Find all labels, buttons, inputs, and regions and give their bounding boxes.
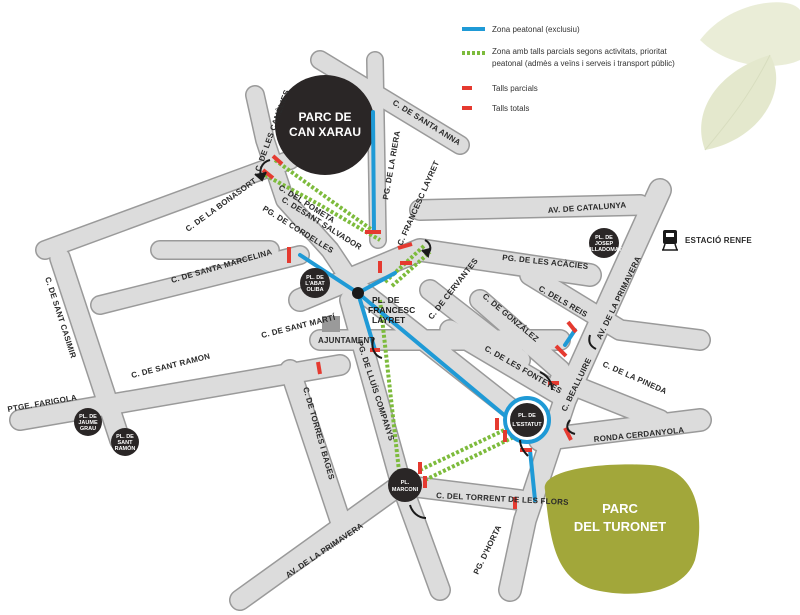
- parc-turonet-label-1: PARC: [602, 501, 638, 516]
- legend-partial-cuts-label: Talls parcials: [492, 84, 538, 93]
- parc-can-xarau-label-1: PARC DE: [298, 110, 351, 124]
- street-ajuntament: AJUNTAMENT: [318, 336, 375, 345]
- legend-total-cuts-label: Talls totals: [492, 104, 529, 113]
- pl-sant-ramon-label-3: RAMÓN: [115, 444, 136, 452]
- legend: Zona peatonal (exclusiu) Zona amb talls …: [462, 25, 675, 113]
- pl-jaume-grau-label-1: PL. DE: [79, 414, 97, 420]
- pl-josep-villadomat: [589, 228, 619, 258]
- pl-estatut-label-2: L'ESTATUT: [512, 422, 542, 428]
- pl-francesc-layret-label-2: FRANCESC: [368, 305, 415, 315]
- street-horta: PG. D'HORTA: [472, 524, 504, 576]
- pl-francesc-layret-label-3: LAYRET: [372, 315, 406, 325]
- pl-marconi-label-2: MARCONI: [392, 487, 419, 493]
- pl-jaume-grau-label-2: JAUME: [78, 420, 98, 426]
- parc-turonet-label-2: DEL TURONET: [574, 519, 666, 534]
- direction-arrows: [254, 159, 597, 519]
- pl-sant-ramon-label-1: PL. DE: [116, 434, 134, 440]
- street-santa-anna: C. DE SANTA ANNA: [391, 98, 462, 147]
- pl-marconi-circle: [388, 468, 422, 502]
- pl-abat-oliba-label-2: L'ABAT: [305, 281, 325, 287]
- pl-josep-villadomat-label-3: VILLADOMAT: [586, 247, 622, 253]
- pl-francesc-layret-label-1: PL. DE: [372, 295, 400, 305]
- pl-jaume-grau: [74, 408, 102, 436]
- cut-markers: [261, 154, 578, 509]
- pl-josep-villadomat-label-2: JOSEP: [595, 241, 614, 247]
- pl-sant-ramon-label-2: SANT: [118, 440, 134, 446]
- street-estacio: ESTACIÓ RENFE: [685, 236, 752, 245]
- street-sant-ramon: C. DE SANT RAMON: [130, 352, 211, 380]
- pl-francesc-layret-node: [352, 287, 364, 299]
- pl-estatut-label-1: PL. DE: [518, 413, 536, 419]
- legend-pedestrian-label: Zona peatonal (exclusiu): [492, 25, 580, 34]
- parc-del-turonet: [544, 464, 700, 594]
- parc-can-xarau-label-2: CAN XARAU: [289, 125, 361, 139]
- parc-de-can-xarau: [275, 75, 375, 175]
- pl-abat-oliba-label-1: PL. DE: [306, 275, 324, 281]
- ajuntament-building: [322, 316, 340, 332]
- pl-sant-ramon: [111, 428, 139, 456]
- partial-zone-routes: [264, 158, 519, 482]
- pl-abat-oliba: [300, 268, 330, 298]
- pl-josep-villadomat-label-1: PL. DE: [595, 235, 613, 241]
- pedestrian-zone-routes: [298, 110, 577, 502]
- train-icon: [662, 230, 678, 251]
- legend-partial-label-1: Zona amb talls parcials segons activitat…: [492, 47, 668, 56]
- pl-marconi-label-1: PL.: [401, 480, 410, 486]
- pl-abat-oliba-label-3: OLIBA: [306, 287, 323, 293]
- leaf-decoration: [700, 2, 800, 151]
- legend-partial-label-2: peatonal (admès a veïns i serveis i tran…: [492, 59, 675, 68]
- pl-jaume-grau-label-3: GRAU: [80, 426, 96, 432]
